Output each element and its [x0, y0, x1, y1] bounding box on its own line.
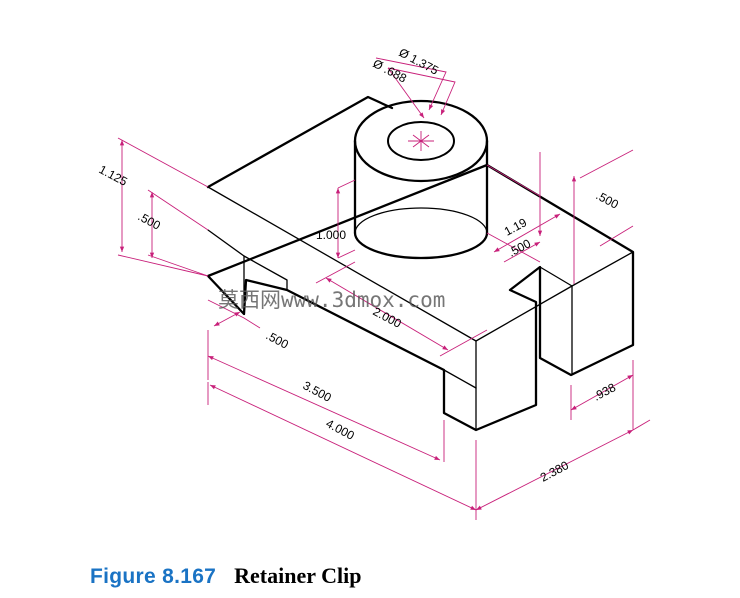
dim-slot-500-left: .500 — [264, 328, 291, 351]
dim-119: 1.19 — [502, 215, 529, 238]
dim-len-3500: 3.500 — [301, 378, 334, 405]
dim-height-500: .500 — [136, 209, 163, 232]
front-slot-edges — [443, 369, 477, 389]
dim-boss-height: 1.000 — [316, 228, 346, 242]
dimension-lines — [117, 57, 651, 520]
boss-sides — [353, 139, 489, 235]
boss-hole-ellipse — [387, 121, 455, 161]
watermark: 莫西网www.3dmox.com — [218, 288, 445, 312]
dim-width-2380: 2.380 — [538, 458, 571, 485]
part-outline — [206, 95, 635, 432]
dim-notch-500: .500 — [594, 188, 621, 211]
figure-caption: Figure 8.167 Retainer Clip — [90, 563, 361, 589]
figure-number: Figure 8.167 — [90, 565, 217, 588]
object-lines — [206, 95, 635, 432]
dim-height-1125: 1.125 — [97, 162, 130, 189]
left-slot-edges — [243, 255, 288, 315]
right-top-edge — [571, 251, 634, 287]
boss-bottom-front — [353, 231, 489, 260]
top-front-edge — [207, 186, 573, 342]
dim-938: .938 — [591, 380, 618, 403]
slot-upper-edge — [207, 229, 245, 257]
boss-top-ellipse — [353, 99, 489, 183]
figure-title: Retainer Clip — [234, 563, 362, 588]
